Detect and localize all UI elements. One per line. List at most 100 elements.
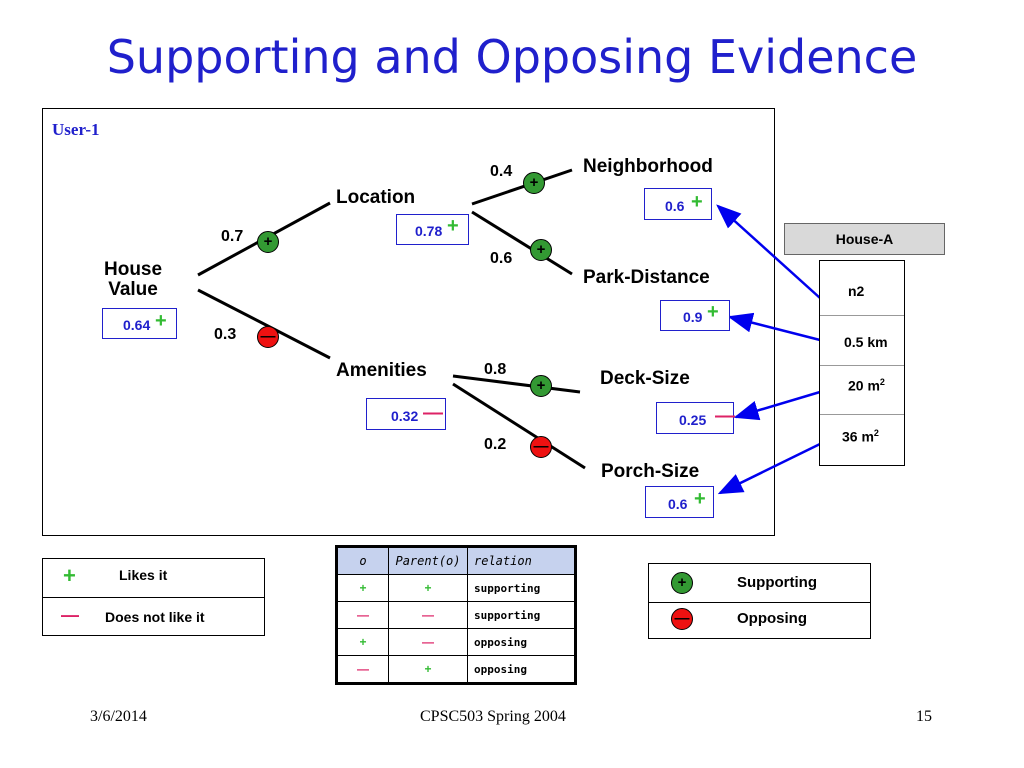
divider xyxy=(820,414,904,415)
cell-parent: — xyxy=(388,601,468,629)
value-box-amenities: 0.32 — xyxy=(366,398,446,430)
legend-supporting-label: Supporting xyxy=(737,574,817,591)
value-box-deck-size: 0.25 — xyxy=(656,402,735,434)
plus-sign: + xyxy=(155,310,167,332)
value-box-house: 0.64 + xyxy=(102,308,177,339)
table-row: + + supporting xyxy=(337,574,575,602)
attr-distance: 0.5 km xyxy=(844,334,888,350)
edge-amenities-deck xyxy=(452,374,581,394)
weight-location: 0.7 xyxy=(221,228,244,245)
cell-o: — xyxy=(337,655,389,683)
plus-sign: + xyxy=(691,191,703,213)
house-a-attributes: n2 0.5 km 20 m2 36 m2 xyxy=(819,260,905,466)
plus-sign: + xyxy=(63,563,76,588)
attr-deck-area-text: 20 m xyxy=(848,377,880,394)
value-park-distance: 0.9 xyxy=(683,309,703,325)
header-o: o xyxy=(337,547,389,575)
cell-parent: + xyxy=(388,655,468,683)
cell-relation: supporting xyxy=(467,601,575,629)
edge-house-amenities xyxy=(197,288,331,360)
cell-relation: opposing xyxy=(467,628,575,656)
legend-evidence: + Supporting — Opposing xyxy=(648,563,871,639)
supporting-circle-icon: + xyxy=(671,572,693,594)
supporting-circle-deck: + xyxy=(530,375,552,397)
superscript: 2 xyxy=(873,428,879,438)
cell-o: — xyxy=(337,601,389,629)
value-box-park-distance: 0.9 + xyxy=(660,300,730,331)
node-porch-size: Porch-Size xyxy=(601,461,700,482)
table-header-row: o Parent(o) relation xyxy=(337,547,575,575)
cell-relation: opposing xyxy=(467,655,575,683)
edge-location-park xyxy=(471,210,573,276)
edge-location-neighborhood xyxy=(471,168,573,206)
footer-date: 3/6/2014 xyxy=(90,708,147,725)
superscript: 2 xyxy=(879,377,885,387)
node-house-value: House Value xyxy=(104,260,162,300)
value-box-porch-size: 0.6 + xyxy=(645,486,714,518)
node-park-distance: Park-Distance xyxy=(583,267,710,288)
cell-relation: supporting xyxy=(467,574,575,602)
weight-park-distance: 0.6 xyxy=(490,250,513,267)
value-neighborhood: 0.6 xyxy=(665,198,685,214)
supporting-circle-neighborhood: + xyxy=(523,172,545,194)
supporting-circle-park: + xyxy=(530,239,552,261)
user-label: User-1 xyxy=(52,120,100,139)
arrow-km-park xyxy=(727,312,821,342)
cell-parent: — xyxy=(388,628,468,656)
minus-sign: — xyxy=(61,605,79,625)
diagram-frame xyxy=(42,108,775,536)
node-neighborhood: Neighborhood xyxy=(583,156,713,177)
node-deck-size: Deck-Size xyxy=(600,368,690,389)
plus-sign: + xyxy=(447,215,459,237)
cell-o: + xyxy=(337,574,389,602)
attr-deck-area: 20 m2 xyxy=(848,377,885,394)
legend-opposing-label: Opposing xyxy=(737,610,807,627)
opposing-circle-icon: — xyxy=(671,608,693,630)
table-row: — — supporting xyxy=(337,601,575,629)
value-deck-size: 0.25 xyxy=(679,412,707,428)
minus-sign: — xyxy=(715,405,735,427)
divider xyxy=(820,365,904,366)
legend-dislikes-label: Does not like it xyxy=(105,609,205,625)
weight-amenities: 0.3 xyxy=(214,326,237,343)
legend-likes: + Likes it — Does not like it xyxy=(42,558,265,636)
house-a-header: House-A xyxy=(784,223,945,255)
value-house: 0.64 xyxy=(123,317,151,333)
edge-amenities-porch xyxy=(452,382,586,470)
weight-deck-size: 0.8 xyxy=(484,361,507,378)
attr-n2: n2 xyxy=(848,283,865,299)
value-box-location: 0.78 + xyxy=(396,214,469,245)
attr-porch-area-text: 36 m xyxy=(842,428,874,445)
node-house-value-line1: House xyxy=(104,259,163,280)
slide-title: Supporting and Opposing Evidence xyxy=(106,30,918,84)
plus-sign: + xyxy=(707,301,719,323)
minus-sign: — xyxy=(423,402,443,424)
divider xyxy=(820,315,904,316)
divider xyxy=(43,597,264,598)
node-house-value-line2: Value xyxy=(108,279,158,300)
node-amenities: Amenities xyxy=(336,360,427,381)
value-location: 0.78 xyxy=(415,223,443,239)
value-porch-size: 0.6 xyxy=(668,496,688,512)
header-relation: relation xyxy=(467,547,575,575)
node-location: Location xyxy=(336,187,416,208)
attr-porch-area: 36 m2 xyxy=(842,428,879,445)
supporting-circle-location: + xyxy=(257,231,279,253)
opposing-circle-porch: — xyxy=(530,436,552,458)
legend-likes-label: Likes it xyxy=(119,567,168,583)
arrow-n2-neighborhood xyxy=(716,204,821,299)
plus-sign: + xyxy=(694,488,706,510)
cell-o: + xyxy=(337,628,389,656)
footer-course: CPSC503 Spring 2004 xyxy=(420,708,566,725)
table-row: — + opposing xyxy=(337,655,575,683)
arrow-20-deck xyxy=(733,390,821,421)
weight-porch-size: 0.2 xyxy=(484,436,507,453)
divider xyxy=(649,602,870,603)
value-amenities: 0.32 xyxy=(391,408,419,424)
table-row: + — opposing xyxy=(337,628,575,656)
cell-parent: + xyxy=(388,574,468,602)
relation-table: o Parent(o) relation + + supporting — — … xyxy=(335,545,577,685)
weight-neighborhood: 0.4 xyxy=(490,163,513,180)
arrow-36-porch xyxy=(717,442,821,495)
